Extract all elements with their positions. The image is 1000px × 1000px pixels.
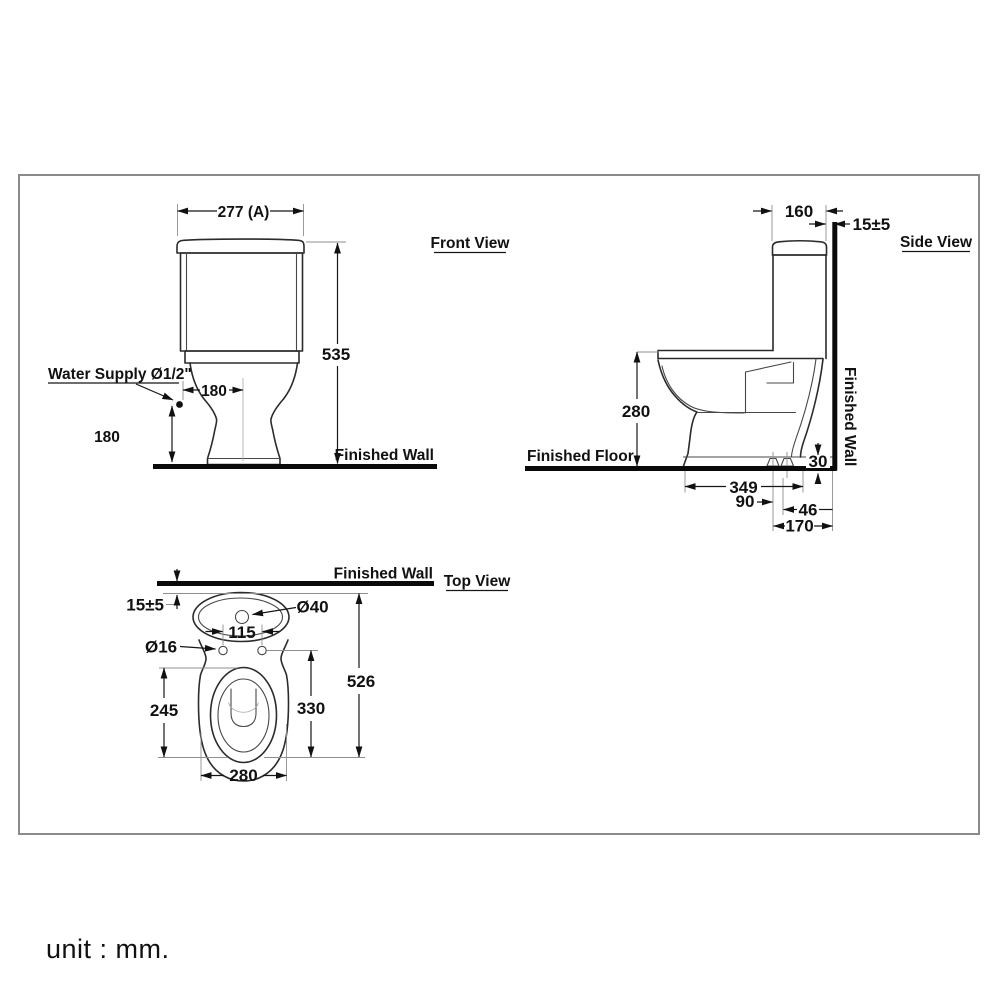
dim-text: 15±5 — [126, 596, 164, 615]
dim-rough-in: 170 — [773, 517, 833, 536]
seat-ring-outer — [209, 666, 278, 764]
bowl-profile — [657, 359, 698, 467]
side-extension-lines — [637, 205, 833, 531]
water-supply-point — [176, 401, 183, 408]
dim-text: 15±5 — [853, 215, 891, 234]
back-outer-curve — [799, 358, 824, 458]
dim-text: 245 — [150, 701, 178, 720]
back-inner-curve — [790, 358, 817, 458]
cistern-oval-outer — [192, 591, 290, 643]
dim-text: 46 — [799, 501, 818, 520]
dim-text-mask — [806, 455, 830, 468]
cistern-oval-inner — [197, 597, 284, 637]
tank-lid-side — [771, 239, 828, 256]
drawing-border — [18, 174, 980, 835]
dim-text: 180 — [201, 383, 227, 400]
water-supply-callout: Water Supply Ø1/2" — [48, 366, 192, 408]
dim-bolt-to-wall: 46 — [783, 501, 833, 520]
tank-lid — [176, 238, 305, 254]
top-view: Finished Wall Top View 15±5 Ø40 1 — [126, 566, 511, 786]
dim-supply-height: 180 — [94, 405, 176, 463]
side-view: Finished Floor Finished Wall Side View 1… — [525, 202, 973, 536]
dim-text: 526 — [347, 672, 375, 691]
dim-wall-gap-side: 15±5 — [809, 215, 890, 234]
dim-base-length: 349 — [684, 478, 804, 497]
flush-hole-callout: Ø40 — [252, 598, 329, 617]
dim-text: 160 — [785, 202, 813, 221]
dim-back-gap: 30 — [806, 443, 830, 485]
dim-wall-gap-top: 15±5 — [126, 569, 181, 615]
dim-bowl-inner-length: 245 — [150, 667, 178, 758]
finished-floor-label: Finished Floor — [527, 448, 634, 465]
sump-outline — [230, 688, 257, 728]
dim-seat-length: 330 — [297, 650, 325, 758]
dim-text: 170 — [785, 517, 813, 536]
tank-body — [179, 252, 304, 352]
water-supply-label: Water Supply Ø1/2" — [48, 366, 192, 383]
seat-deck — [657, 349, 824, 360]
flush-hole — [234, 609, 250, 625]
bowl-outline — [189, 362, 299, 466]
top-finished-wall-label: Finished Wall — [334, 566, 433, 583]
front-finished-wall-label: Finished Wall — [335, 447, 434, 464]
dim-text: 115 — [228, 623, 255, 642]
dim-bowl-width: 280 — [200, 766, 287, 785]
water-line-arc — [228, 702, 259, 713]
dim-text: 535 — [322, 345, 350, 364]
dim-text: 180 — [94, 429, 120, 446]
dim-text: 30 — [809, 452, 828, 471]
bolt-centerlines — [772, 452, 788, 478]
dim-text: 280 — [622, 402, 650, 421]
dim-text: 280 — [229, 766, 257, 785]
tank-base-band — [184, 350, 300, 364]
dim-total-height: 535 — [322, 242, 350, 464]
trap-detail-lines — [661, 361, 797, 414]
front-extension-lines — [177, 204, 346, 400]
seat-ring-inner — [217, 678, 270, 753]
tank-body-side — [771, 254, 828, 360]
bolt-hole-left — [218, 645, 228, 656]
leader-line — [179, 644, 216, 652]
front-view: Finished Wall Front View 277 (A) 535 180… — [48, 204, 511, 469]
dim-text: 90 — [736, 492, 755, 511]
dim-supply-offset: 180 — [182, 383, 244, 400]
dim-total-depth: 526 — [347, 593, 375, 758]
dim-tank-depth: 160 — [753, 202, 843, 221]
top-extension-lines — [158, 593, 368, 781]
bolt-hole-callout: Ø16 — [145, 638, 216, 657]
dim-text: 277 (A) — [218, 204, 270, 221]
dim-text: Ø16 — [145, 638, 177, 657]
unit-label: unit : mm. — [46, 934, 170, 964]
leader-line — [252, 606, 297, 617]
dim-text: 349 — [729, 478, 757, 497]
finished-wall-vertical-label: Finished Wall — [841, 367, 858, 466]
water-supply-leader — [135, 383, 174, 401]
dim-tank-width: 277 (A) — [177, 204, 304, 221]
front-view-title: Front View — [431, 235, 511, 252]
dim-trap-offset: 90 — [736, 492, 773, 511]
tank-inner-lines — [185, 252, 298, 352]
top-view-title: Top View — [444, 573, 512, 590]
bowl-plan-outline — [197, 639, 290, 782]
side-view-title: Side View — [900, 234, 973, 251]
dim-bolt-spacing: 115 — [205, 623, 280, 642]
dim-text: Ø40 — [297, 598, 329, 617]
dim-text: 330 — [297, 699, 325, 718]
dim-rim-height: 280 — [622, 351, 650, 467]
bolt-caps — [766, 457, 795, 467]
bolt-hole-right — [257, 645, 267, 656]
